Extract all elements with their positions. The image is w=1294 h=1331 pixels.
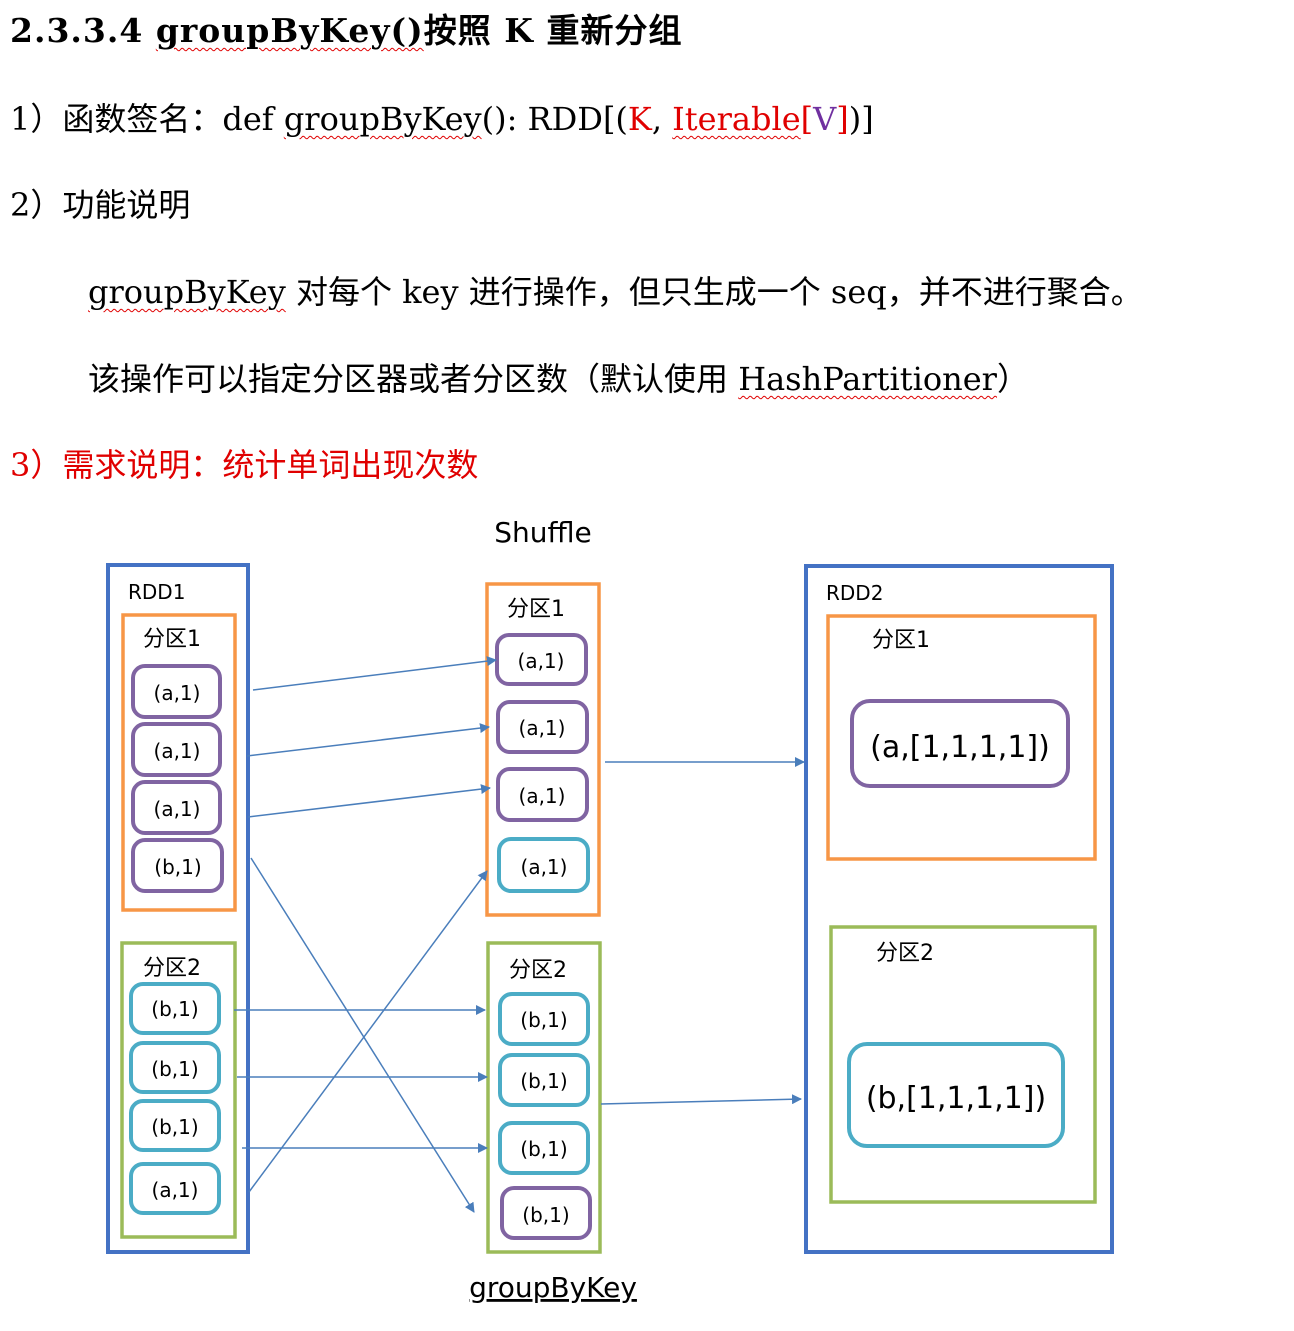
- rdd1-p1-item: (b,1): [131, 838, 224, 893]
- svg-text:(b,1): (b,1): [151, 1057, 198, 1081]
- arrow: [247, 784, 491, 818]
- rdd1-partition1-box: [121, 613, 237, 912]
- shuffle-p2-item: (b,1): [498, 1121, 590, 1175]
- desc2-prefix: 该操作可以指定分区器或者分区数（默认使用: [88, 360, 739, 398]
- svg-text:(a,1): (a,1): [518, 649, 565, 673]
- desc1-text: 对每个 key 进行操作，但只生成一个 seq，并不进行聚合。: [285, 273, 1143, 311]
- heading-rest: 按照 K 重新分组: [423, 11, 683, 50]
- svg-text:(b,1): (b,1): [520, 1069, 567, 1093]
- rdd2-partition1-label: 分区1: [872, 628, 930, 653]
- rdd1-p2-item: (b,1): [129, 1099, 221, 1152]
- description-line-1: groupByKey 对每个 key 进行操作，但只生成一个 seq，并不进行聚…: [88, 267, 1143, 313]
- rdd2-label: RDD2: [826, 581, 883, 605]
- signature-func: groupByKey: [283, 100, 482, 138]
- svg-text:(b,1): (b,1): [520, 1137, 567, 1161]
- shuffle-p1-item: (a,1): [496, 700, 589, 754]
- section-heading: 2.3.3.4 groupByKey()按照 K 重新分组: [10, 4, 682, 52]
- rdd2-box: [804, 564, 1114, 1254]
- arrow: [248, 870, 488, 1193]
- rdd2-p1-item: (a,[1,1,1,1]): [850, 699, 1070, 788]
- signature-end: )]: [848, 100, 874, 138]
- signature-iterable: Iterable: [672, 100, 801, 138]
- rdd1-box: [106, 563, 250, 1254]
- desc1-func: groupByKey: [88, 273, 286, 311]
- rdd1-p2-item: (a,1): [129, 1162, 221, 1215]
- svg-text:(a,1): (a,1): [521, 855, 568, 879]
- svg-text:(b,1): (b,1): [522, 1203, 569, 1227]
- signature-comma: ,: [651, 100, 673, 138]
- rdd2-partition1-box: [826, 614, 1097, 861]
- groupbykey-label: groupByKey: [469, 1271, 637, 1304]
- svg-text:(a,1): (a,1): [152, 1178, 199, 1202]
- signature-lb: [: [800, 100, 814, 138]
- arrow: [250, 857, 475, 1213]
- signature-line: 1）函数签名：def groupByKey(): RDD[(K, Iterabl…: [10, 94, 874, 140]
- rdd1-p2-item: (b,1): [129, 982, 221, 1035]
- rdd2-p2-item: (b,[1,1,1,1]): [847, 1042, 1065, 1148]
- svg-text:(a,1): (a,1): [519, 784, 566, 808]
- rdd1-partition2-box: [120, 941, 237, 1239]
- signature-mid: (): RDD[(: [481, 100, 628, 138]
- rdd1-p2-item: (b,1): [129, 1041, 221, 1094]
- rdd1-label: RDD1: [128, 580, 185, 604]
- description-line-2: 该操作可以指定分区器或者分区数（默认使用 HashPartitioner）: [88, 354, 1029, 400]
- rdd1-p1-item: (a,1): [131, 664, 222, 719]
- arrow: [600, 1094, 802, 1105]
- heading-func: groupByKey(): [155, 11, 424, 50]
- signature-k: K: [627, 100, 652, 138]
- heading-number: 2.3.3.4: [10, 11, 144, 50]
- svg-text:(a,1): (a,1): [154, 681, 201, 705]
- svg-text:(b,1): (b,1): [151, 997, 198, 1021]
- rdd1-partition2-label: 分区2: [143, 956, 201, 981]
- shuffle-partition2-box: [486, 941, 602, 1254]
- rdd1-partition1-label: 分区1: [143, 627, 201, 652]
- rdd2-partition2-box: [829, 925, 1097, 1204]
- shuffle-p2-item: (b,1): [498, 992, 590, 1046]
- svg-text:(b,1): (b,1): [151, 1115, 198, 1139]
- shuffle-p1-item: (a,1): [497, 837, 590, 893]
- signature-rb: ]: [836, 100, 849, 138]
- shuffle-partition1-label: 分区1: [507, 597, 565, 622]
- svg-text:(b,1): (b,1): [154, 855, 201, 879]
- signature-prefix: 1）函数签名：def: [10, 100, 284, 138]
- svg-text:(a,1): (a,1): [519, 716, 566, 740]
- svg-text:(b,1): (b,1): [520, 1008, 567, 1032]
- svg-text:(a,1): (a,1): [154, 797, 201, 821]
- shuffle-p2-item: (b,1): [500, 1186, 592, 1240]
- svg-text:(a,1): (a,1): [154, 739, 201, 763]
- shuffle-p2-item: (b,1): [498, 1053, 590, 1107]
- svg-text:(a,[1,1,1,1]): (a,[1,1,1,1]): [870, 730, 1050, 765]
- shuffle-label: Shuffle: [494, 516, 592, 549]
- shuffle-p1-item: (a,1): [495, 633, 588, 686]
- shuffle-p1-item: (a,1): [496, 767, 589, 822]
- shuffle-partition2-label: 分区2: [509, 958, 567, 983]
- rdd1-p1-item: (a,1): [131, 780, 222, 835]
- shuffle-partition1-box: [485, 582, 601, 917]
- rdd2-partition2-label: 分区2: [876, 941, 934, 966]
- arrow: [252, 656, 497, 691]
- arrow: [246, 723, 490, 757]
- svg-text:(b,[1,1,1,1]): (b,[1,1,1,1]): [866, 1081, 1046, 1116]
- desc2-partitioner: HashPartitioner: [738, 360, 997, 398]
- section3-title: 3）需求说明：统计单词出现次数: [10, 446, 479, 484]
- rdd1-p1-item: (a,1): [131, 722, 222, 777]
- section2-title: 2）功能说明: [10, 186, 191, 224]
- desc2-suffix: ）: [996, 360, 1029, 398]
- signature-v: V: [813, 100, 837, 138]
- groupbykey-diagram: Shuffle groupByKey RDD1 分区1 (a,1) (a,1) …: [106, 516, 1114, 1304]
- shuffle-arrows: [234, 656, 805, 1213]
